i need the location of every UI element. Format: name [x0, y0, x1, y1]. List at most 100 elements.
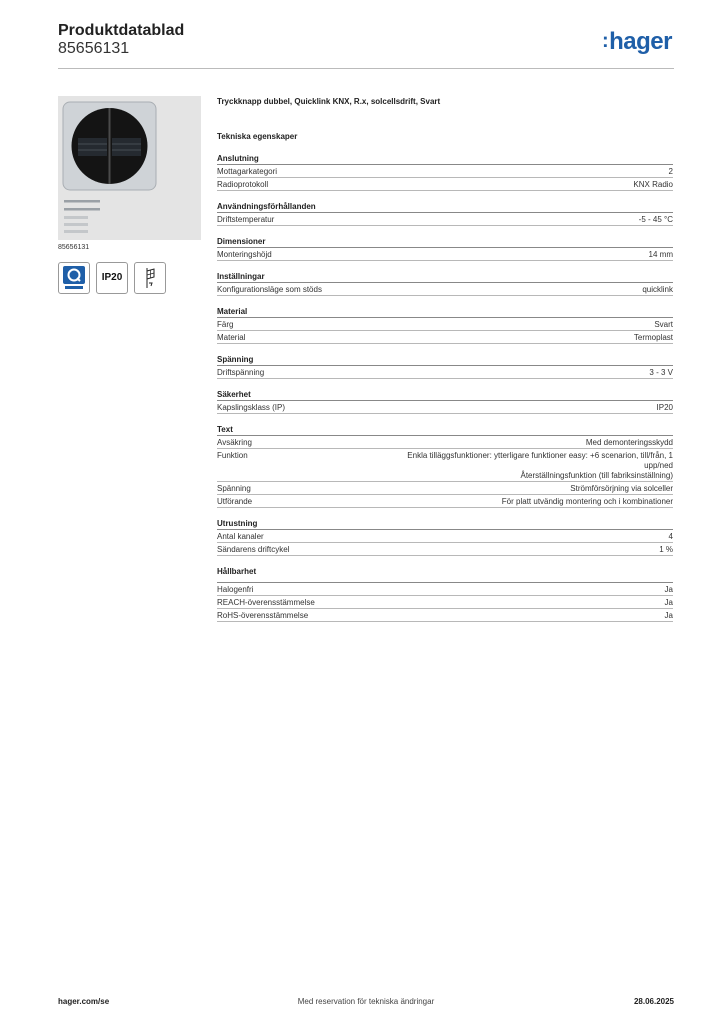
section-anslutning: Anslutning Mottagarkategori 2 Radioprotok…: [217, 153, 673, 191]
spec-row: Monteringshöjd 14 mm: [217, 248, 673, 261]
spec-label: Radioprotokoll: [217, 180, 269, 189]
spec-row: Radioprotokoll KNX Radio: [217, 178, 673, 191]
section-title: Utrustning: [217, 519, 258, 528]
spec-value: 1 %: [659, 545, 673, 554]
section-divider: [217, 400, 673, 401]
section-title: Anslutning: [217, 154, 259, 163]
spec-value: Svart: [654, 320, 673, 329]
hager-logo: :hager: [601, 28, 673, 56]
spec-value: 4: [668, 532, 673, 541]
section-title: Text: [217, 425, 233, 434]
spec-value: Enkla tilläggsfunktioner: ytterligare fu…: [333, 451, 673, 481]
spec-label: Kapslingsklass (IP): [217, 403, 286, 412]
spec-value: 2: [668, 167, 673, 176]
page-header: Produktdatablad 85656131 :hager: [58, 22, 674, 70]
spec-value: KNX Radio: [633, 180, 673, 189]
spec-label: Material: [217, 333, 246, 342]
solar-cell-badge-icon: [134, 262, 166, 294]
section-title: Material: [217, 307, 248, 316]
spec-row: Färg Svart: [217, 318, 673, 331]
spec-label: Konfigurationsläge som stöds: [217, 285, 322, 294]
spec-label: Avsäkring: [217, 438, 252, 447]
spec-label: Funktion: [217, 451, 248, 460]
ip20-badge-label: IP20: [101, 272, 123, 283]
spec-value: Ja: [664, 585, 673, 594]
section-dimensioner: Dimensioner Monteringshöjd 14 mm: [217, 236, 673, 261]
section-utrustning: Utrustning Antal kanaler 4 Sändarens drif…: [217, 518, 673, 556]
spec-label: Utförande: [217, 497, 253, 506]
spec-label: Sändarens driftcykel: [217, 545, 290, 554]
header-divider: [58, 68, 674, 69]
section-sakerhet: Säkerhet Kapslingsklass (IP) IP20: [217, 389, 673, 414]
spec-value: Termoplast: [633, 333, 673, 342]
section-divider: [217, 317, 673, 318]
spec-row: Spänning Strömförsörjning via solceller: [217, 482, 673, 495]
spec-row: Mottagarkategori 2: [217, 165, 673, 178]
spec-value: -5 - 45 °C: [638, 215, 673, 224]
footer-website: hager.com/se: [58, 997, 110, 1006]
section-divider: [217, 164, 673, 165]
spec-label: Halogenfri: [217, 585, 254, 594]
section-divider: [217, 247, 673, 248]
section-title: Spänning: [217, 355, 254, 364]
spec-content: Tryckknapp dubbel, Quicklink KNX, R.x, s…: [217, 96, 673, 622]
spec-row: Material Termoplast: [217, 331, 673, 344]
section-divider: [217, 212, 673, 213]
section-title: Säkerhet: [217, 390, 251, 399]
section-title: Inställningar: [217, 272, 265, 281]
product-code: 85656131: [58, 40, 130, 57]
product-name: Tryckknapp dubbel, Quicklink KNX, R.x, s…: [217, 97, 441, 106]
section-divider: [217, 582, 673, 583]
footer-disclaimer: Med reservation för tekniska ändringar: [297, 997, 435, 1006]
spec-label: Spänning: [217, 484, 251, 493]
spec-row: Driftstemperatur -5 - 45 °C: [217, 213, 673, 226]
spec-label: RoHS-överensstämmelse: [217, 611, 309, 620]
logo-dots-icon: :: [601, 30, 609, 52]
product-image: [58, 96, 201, 240]
spec-label: Monteringshöjd: [217, 250, 272, 259]
spec-label: Mottagarkategori: [217, 167, 278, 176]
spec-row: REACH-överensstämmelse Ja: [217, 596, 673, 609]
spec-row: Funktion Enkla tilläggsfunktioner: ytterl…: [217, 449, 673, 482]
image-caption: 85656131: [58, 244, 90, 251]
spec-value: 14 mm: [648, 250, 673, 259]
section-installningar: Inställningar Konfigurationsläge som stö…: [217, 271, 673, 296]
spec-label: Driftstemperatur: [217, 215, 275, 224]
spec-value: Ja: [664, 598, 673, 607]
section-divider: [217, 435, 673, 436]
spec-label: Driftspänning: [217, 368, 265, 377]
section-title: Dimensioner: [217, 237, 266, 246]
spec-value-line: upp/ned: [644, 461, 673, 470]
quicklink-badge-icon: [58, 262, 90, 294]
section-anvandningsforhallanden: Användningsförhållanden Driftstemperatur…: [217, 201, 673, 226]
spec-row: Kapslingsklass (IP) IP20: [217, 401, 673, 414]
section-title: Användningsförhållanden: [217, 202, 316, 211]
section-divider: [217, 282, 673, 283]
spec-row: Halogenfri Ja: [217, 583, 673, 596]
spec-value: 3 - 3 V: [649, 368, 673, 377]
ip20-badge-icon: IP20: [96, 262, 128, 294]
spec-label: REACH-överensstämmelse: [217, 598, 315, 607]
tech-heading: Tekniska egenskaper: [217, 132, 298, 141]
spec-row: Driftspänning 3 - 3 V: [217, 366, 673, 379]
section-spanning: Spänning Driftspänning 3 - 3 V: [217, 354, 673, 379]
spec-row: Sändarens driftcykel 1 %: [217, 543, 673, 556]
spec-value: Strömförsörjning via solceller: [570, 484, 673, 493]
spec-row: Antal kanaler 4: [217, 530, 673, 543]
page-footer: hager.com/se Med reservation för teknisk…: [58, 997, 674, 1009]
logo-text: hager: [609, 28, 672, 55]
spec-label: Färg: [217, 320, 234, 329]
section-title: Hållbarhet: [217, 567, 257, 576]
page-title: Produktdatablad: [58, 22, 185, 39]
spec-value: IP20: [656, 403, 673, 412]
footer-date: 28.06.2025: [633, 997, 674, 1006]
spec-label: Antal kanaler: [217, 532, 264, 541]
spec-value-line: Återställningsfunktion (till fabriksinst…: [520, 471, 673, 480]
